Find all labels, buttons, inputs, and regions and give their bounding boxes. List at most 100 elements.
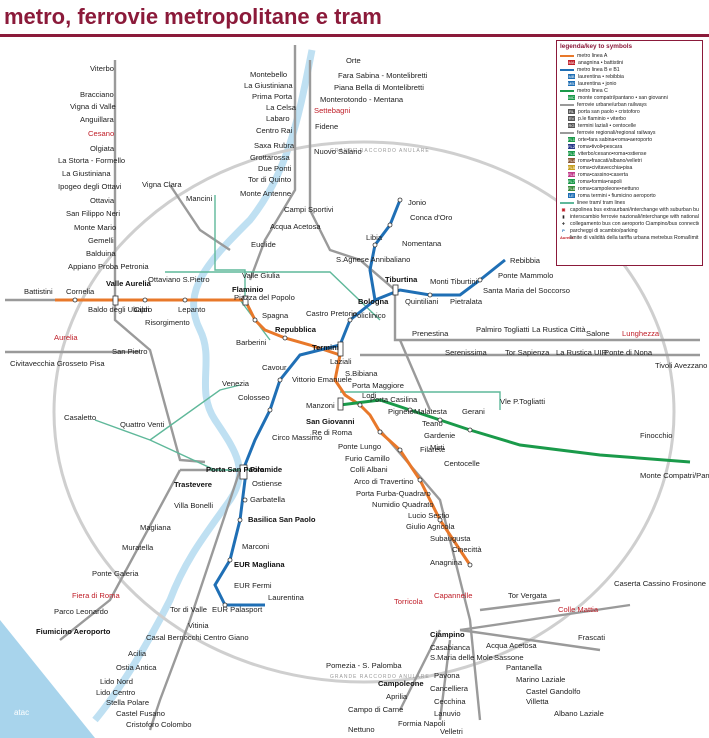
station-pavona[interactable]: Pavona [434, 671, 461, 680]
station-circo-massimo[interactable]: Circo Massimo [272, 433, 322, 442]
station-giulio-agricola[interactable]: Giulio Agricola [406, 522, 455, 531]
station-gemelli[interactable]: Gemelli [88, 236, 114, 245]
station-vitinia[interactable]: Vitinia [188, 621, 209, 630]
station-acilia[interactable]: Acilia [128, 649, 147, 658]
station-appiano[interactable]: Appiano Proba Petronia [68, 262, 149, 271]
station-quintiliani[interactable]: Quintiliani [405, 297, 439, 306]
station-ponte-galeria[interactable]: Ponte Galeria [92, 569, 139, 578]
station-valle-giulia[interactable]: Valle Giulia [242, 271, 281, 280]
station-aprilia[interactable]: Aprilia [386, 692, 408, 701]
station-labaro[interactable]: Labaro [266, 114, 290, 123]
station-eur-fermi[interactable]: EUR Fermi [234, 581, 272, 590]
station-saxa-rubra[interactable]: Saxa Rubra [254, 141, 295, 150]
station-rebibbia[interactable]: Rebibbia [510, 256, 541, 265]
station-aurelia[interactable]: Aurelia [54, 333, 78, 342]
station-fiera-di-roma[interactable]: Fiera di Roma [72, 591, 120, 600]
station-gardenie[interactable]: Gardenie [424, 431, 455, 440]
station-marconi[interactable]: Marconi [242, 542, 269, 551]
station-cornelia[interactable]: Cornelia [66, 287, 95, 296]
station-campoleone[interactable]: Campoleone [378, 679, 424, 688]
station-colle-mattia[interactable]: Colle Mattia [558, 605, 599, 614]
station-subaugusta[interactable]: Subaugusta [430, 534, 471, 543]
station-anguillara[interactable]: Anguillara [80, 115, 115, 124]
station-vigna-clara[interactable]: Vigna Clara [142, 180, 182, 189]
station-ponte-mammolo[interactable]: Ponte Mammolo [498, 271, 553, 280]
station-ostiense[interactable]: Ostiense [252, 479, 282, 488]
station-marino-laziale[interactable]: Marino Laziale [516, 675, 565, 684]
station-sagnese-annibaliano[interactable]: S.Agnese Annibaliano [336, 255, 410, 264]
station-prenestina[interactable]: Prenestina [412, 329, 449, 338]
station-salone[interactable]: Salone [586, 329, 610, 338]
station-vigna-di-valle[interactable]: Vigna di Valle [70, 102, 116, 111]
station-vittorio-emanuele[interactable]: Vittorio Emanuele [292, 375, 352, 384]
station-basilica-san-paolo[interactable]: Basilica San Paolo [248, 515, 316, 524]
station-bologna[interactable]: Bologna [358, 297, 389, 306]
station-montebello[interactable]: Montebello [250, 70, 287, 79]
station-spagna[interactable]: Spagna [262, 311, 289, 320]
station-repubblica[interactable]: Repubblica [275, 325, 317, 334]
station-colosseo[interactable]: Colosseo [238, 393, 270, 402]
station-venezia[interactable]: Venezia [222, 379, 250, 388]
station-numidio-quadrato[interactable]: Numidio Quadrato [372, 500, 434, 509]
station-filarete[interactable]: Filarete [420, 445, 445, 454]
station-castel-fusano[interactable]: Castel Fusano [116, 709, 165, 718]
station-trastevere[interactable]: Trastevere [174, 480, 212, 489]
station-fidene[interactable]: Fidene [315, 122, 338, 131]
station-viterbo-fl3[interactable]: Viterbo [90, 64, 114, 73]
station-porta-san-paolo[interactable]: Porta San Paolo [206, 465, 265, 474]
station-la-giustiniana[interactable]: La Giustiniana [244, 81, 293, 90]
station-lucio-sestio[interactable]: Lucio Sestio [408, 511, 449, 520]
station-villetta[interactable]: Villetta [526, 697, 549, 706]
station-porta-maggiore[interactable]: Porta Maggiore [352, 381, 404, 390]
station-anagnina[interactable]: Anagnina [430, 558, 463, 567]
station-termini[interactable]: Termini [312, 343, 339, 352]
station-casabianca[interactable]: Casabianca [430, 643, 471, 652]
station-monte-compatri[interactable]: Monte Compatri/Pantano [640, 471, 709, 480]
station-centocelle[interactable]: Centocelle [444, 459, 480, 468]
station-albano-laziale[interactable]: Albano Laziale [554, 709, 604, 718]
station-campi-sportivi[interactable]: Campi Sportivi [284, 205, 334, 214]
station-acqua-acetosa-roma[interactable]: Acqua Acetosa [270, 222, 321, 231]
station-casal-bernocchi[interactable]: Casal Bernocchi Centro Giano [146, 633, 249, 642]
station-cancelliera[interactable]: Cancelliera [430, 684, 469, 693]
station-torricola[interactable]: Torricola [394, 597, 423, 606]
station-ostia-antica[interactable]: Ostia Antica [116, 663, 157, 672]
station-settebagni[interactable]: Settebagni [314, 106, 351, 115]
station-castro-pretorio[interactable]: Castro Pretorio [306, 309, 357, 318]
station-due-ponti[interactable]: Due Ponti [258, 164, 292, 173]
station-olgiata[interactable]: Olgiata [90, 144, 115, 153]
station-re-di-roma[interactable]: Re di Roma [312, 428, 353, 437]
station-centro-rai[interactable]: Centro Rai [256, 126, 293, 135]
station-prima-porta[interactable]: Prima Porta [252, 92, 293, 101]
station-santa-maria-del-soccorso[interactable]: Santa Maria del Soccorso [483, 286, 570, 295]
station-arco-di-travertino[interactable]: Arco di Travertino [354, 477, 414, 486]
station-casaletto[interactable]: Casaletto [64, 413, 96, 422]
station-san-filippo-neri[interactable]: San Filippo Neri [66, 209, 120, 218]
station-la-storta[interactable]: La Storta - Formello [58, 156, 125, 165]
station-fara-sabina[interactable]: Fara Sabina - Montelibretti [338, 71, 428, 80]
station-malatesta[interactable]: Malatesta [414, 407, 448, 416]
station-laurentina[interactable]: Laurentina [268, 593, 305, 602]
station-tor-sapienza[interactable]: Tor Sapienza [505, 348, 550, 357]
station-lanuvio[interactable]: Lanuvio [434, 709, 461, 718]
station-cristoforo-colombo[interactable]: Cristoforo Colombo [126, 720, 191, 729]
station-lodi[interactable]: Lodi [362, 391, 377, 400]
station-san-pietro[interactable]: San Pietro [112, 347, 147, 356]
station-barberini[interactable]: Barberini [236, 338, 267, 347]
station-civitavecchia[interactable]: Civitavecchia Grosseto Pisa [10, 359, 105, 368]
station-euclide[interactable]: Euclide [251, 240, 276, 249]
station-ottaviano[interactable]: Ottaviano S.Pietro [148, 275, 210, 284]
station-lepanto[interactable]: Lepanto [178, 305, 205, 314]
station-parco-leonardo[interactable]: Parco Leonardo [54, 607, 108, 616]
station-mirti[interactable]: Mirti [430, 443, 445, 452]
station-pigneto[interactable]: Pigneto [388, 407, 414, 416]
station-lido-nord[interactable]: Lido Nord [100, 677, 133, 686]
station-teano[interactable]: Teano [422, 419, 443, 428]
station-tivoli[interactable]: Tivoli Avezzano Pescara [655, 361, 709, 370]
station-cesano[interactable]: Cesano [88, 129, 114, 138]
station-cinecitta[interactable]: Cinecittà [452, 545, 482, 554]
station-la-celsa[interactable]: La Celsa [266, 103, 297, 112]
station-cecchina[interactable]: Cecchina [434, 697, 466, 706]
station-formia-napoli[interactable]: Formia Napoli [398, 719, 446, 728]
